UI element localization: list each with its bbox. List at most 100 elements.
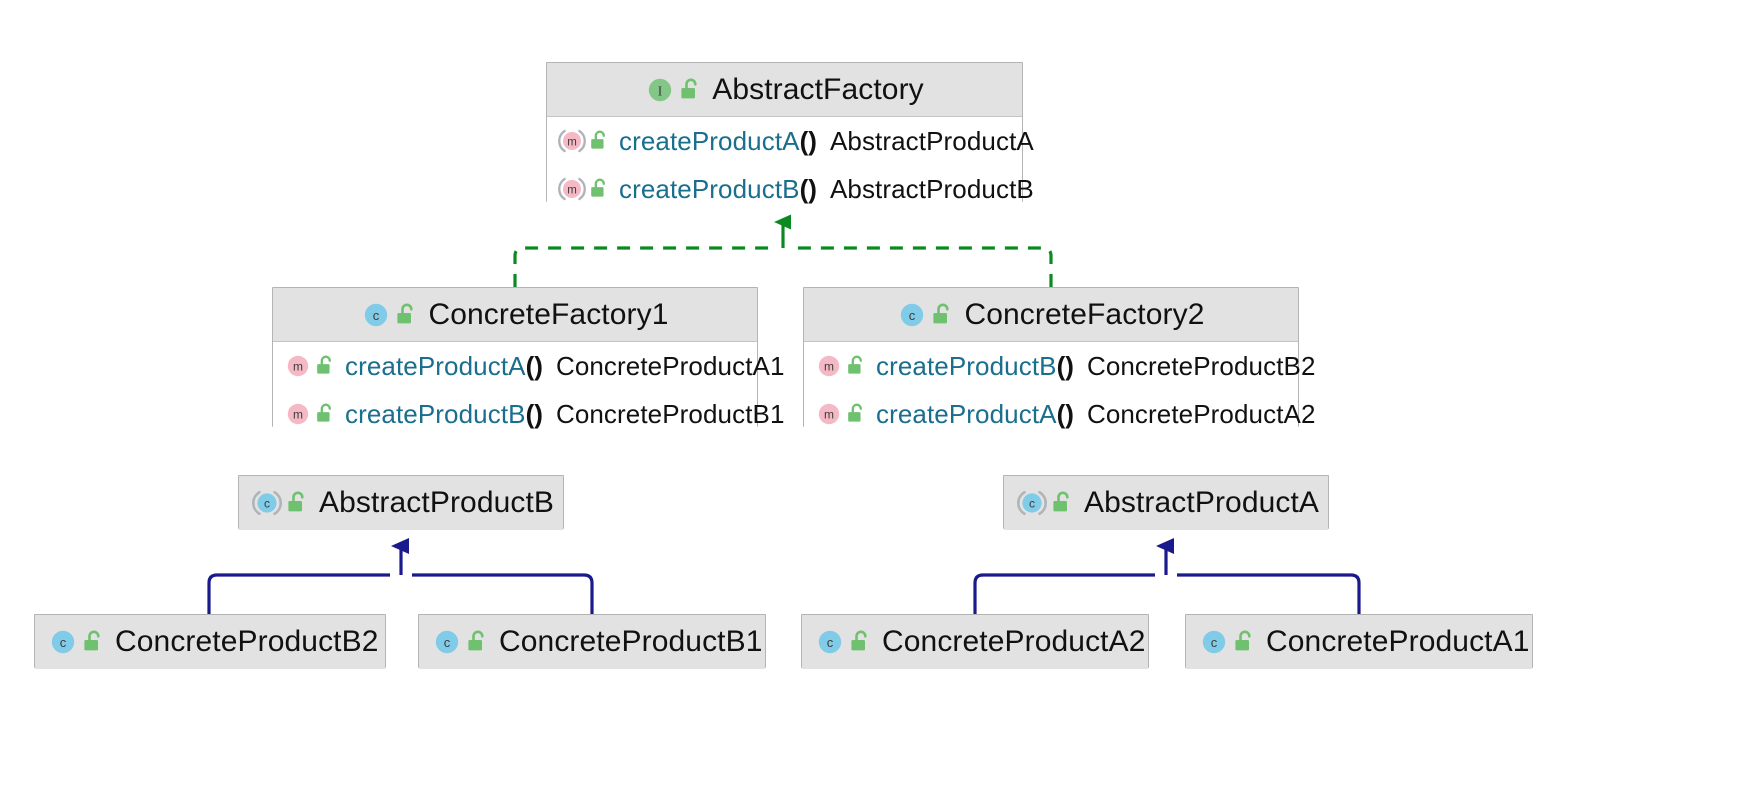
method-icon: m bbox=[815, 400, 843, 428]
class-node-header[interactable]: I AbstractFactory bbox=[547, 63, 1022, 117]
class-name-label: ConcreteFactory1 bbox=[428, 297, 669, 331]
edge-cpb2-extends-abstractproductb bbox=[207, 573, 390, 614]
svg-text:c: c bbox=[373, 308, 380, 323]
class-node-concrete-product-a1[interactable]: c ConcreteProductA1 bbox=[1185, 614, 1533, 669]
member-return-type-label: ConcreteProductA2 bbox=[1086, 398, 1316, 429]
abstract-method-icon: m bbox=[558, 127, 586, 155]
member-name-label: createProductB bbox=[619, 173, 800, 204]
public-lock-icon bbox=[82, 629, 104, 655]
public-lock-icon bbox=[315, 402, 335, 426]
edge-generalization-a-group bbox=[973, 573, 1361, 614]
public-lock-icon bbox=[1233, 629, 1255, 655]
class-node-header[interactable]: c ConcreteProductA1 bbox=[1186, 615, 1532, 669]
public-lock-icon bbox=[679, 77, 701, 103]
class-icon: c bbox=[897, 300, 927, 330]
svg-text:m: m bbox=[824, 360, 834, 374]
edge-cpa2-extends-abstractproducta bbox=[973, 573, 1155, 614]
public-lock-icon bbox=[849, 629, 871, 655]
class-name-label: ConcreteProductA1 bbox=[1266, 625, 1530, 658]
svg-text:m: m bbox=[293, 360, 303, 374]
public-lock-icon bbox=[931, 302, 953, 328]
member-name-label: createProductB bbox=[345, 398, 526, 429]
svg-text:m: m bbox=[824, 408, 834, 422]
class-name-label: ConcreteProductB2 bbox=[115, 625, 379, 658]
class-member-row[interactable]: m createProductB() ConcreteProductB2 bbox=[804, 342, 1315, 390]
class-members: m createProductA() ConcreteProductA1 m creat… bbox=[273, 342, 784, 438]
class-icon: c bbox=[432, 627, 462, 657]
svg-text:I: I bbox=[658, 83, 663, 98]
member-name-label: createProductA bbox=[876, 398, 1057, 429]
class-member-row[interactable]: m createProductA() ConcreteProductA1 bbox=[273, 342, 784, 390]
class-node-header[interactable]: c AbstractProductB bbox=[239, 476, 563, 530]
member-parens-label: () bbox=[525, 350, 543, 381]
member-name-label: createProductB bbox=[876, 350, 1057, 381]
public-lock-icon bbox=[846, 354, 866, 378]
member-parens-label: () bbox=[1056, 398, 1074, 429]
svg-text:c: c bbox=[1211, 635, 1218, 650]
member-return-type-label: AbstractProductA bbox=[829, 125, 1034, 156]
method-icon: m bbox=[815, 352, 843, 380]
member-name-label: createProductA bbox=[619, 125, 800, 156]
class-node-concrete-product-b1[interactable]: c ConcreteProductB1 bbox=[418, 614, 766, 669]
public-lock-icon bbox=[589, 129, 609, 153]
member-return-type-label: AbstractProductB bbox=[829, 173, 1034, 204]
public-lock-icon bbox=[466, 629, 488, 655]
class-icon: c bbox=[1199, 627, 1229, 657]
class-name-label: AbstractFactory bbox=[712, 72, 924, 106]
member-parens-label: () bbox=[799, 125, 817, 156]
svg-text:c: c bbox=[444, 635, 451, 650]
member-return-type-label: ConcreteProductA1 bbox=[555, 350, 785, 381]
class-node-header[interactable]: c ConcreteProductB2 bbox=[35, 615, 385, 669]
class-node-abstract-product-b[interactable]: c AbstractProductB bbox=[238, 475, 564, 530]
class-node-header[interactable]: c ConcreteProductA2 bbox=[802, 615, 1148, 669]
public-lock-icon bbox=[395, 302, 417, 328]
class-name-label: ConcreteFactory2 bbox=[964, 297, 1205, 331]
public-lock-icon bbox=[589, 177, 609, 201]
edge-realization-group bbox=[513, 246, 1053, 287]
svg-text:m: m bbox=[567, 184, 577, 196]
class-icon: c bbox=[361, 300, 391, 330]
class-members: m createProductA() AbstractProductA m create… bbox=[547, 117, 1034, 213]
edge-cf1-realizes-abstractfactory bbox=[513, 246, 771, 287]
abstract-class-icon: c bbox=[1017, 488, 1047, 518]
edge-cpb1-extends-abstractproductb bbox=[412, 573, 594, 614]
edge-cf2-realizes-abstractfactory bbox=[793, 246, 1053, 287]
class-node-concrete-factory-1[interactable]: c ConcreteFactory1 m createProductA() Concre… bbox=[272, 287, 784, 438]
class-name-label: ConcreteProductA2 bbox=[882, 625, 1146, 658]
interface-icon: I bbox=[645, 75, 675, 105]
edge-generalization-b-group bbox=[207, 573, 594, 614]
public-lock-icon bbox=[846, 402, 866, 426]
class-name-label: ConcreteProductB1 bbox=[499, 625, 763, 658]
class-node-concrete-product-b2[interactable]: c ConcreteProductB2 bbox=[34, 614, 386, 669]
class-node-concrete-product-a2[interactable]: c ConcreteProductA2 bbox=[801, 614, 1149, 669]
member-parens-label: () bbox=[1056, 350, 1074, 381]
class-name-label: AbstractProductB bbox=[319, 486, 555, 519]
member-return-type-label: ConcreteProductB1 bbox=[555, 398, 785, 429]
class-node-header[interactable]: c ConcreteFactory1 bbox=[273, 288, 757, 342]
member-name-label: createProductA bbox=[345, 350, 526, 381]
edge-cpa1-extends-abstractproducta bbox=[1177, 573, 1361, 614]
public-lock-icon bbox=[286, 490, 308, 516]
class-name-label: AbstractProductA bbox=[1084, 486, 1320, 519]
class-node-abstract-product-a[interactable]: c AbstractProductA bbox=[1003, 475, 1329, 530]
svg-text:c: c bbox=[60, 635, 67, 650]
svg-text:c: c bbox=[827, 635, 834, 650]
method-icon: m bbox=[284, 352, 312, 380]
class-member-row[interactable]: m createProductA() AbstractProductA bbox=[547, 117, 1034, 165]
svg-text:m: m bbox=[293, 408, 303, 422]
class-node-abstract-factory[interactable]: I AbstractFactory m createProductA() Abstrac… bbox=[546, 62, 1034, 213]
class-member-row[interactable]: m createProductA() ConcreteProductA2 bbox=[804, 390, 1315, 438]
svg-text:m: m bbox=[567, 136, 577, 148]
class-node-header[interactable]: c ConcreteProductB1 bbox=[419, 615, 765, 669]
svg-text:c: c bbox=[264, 497, 270, 511]
class-node-header[interactable]: c AbstractProductA bbox=[1004, 476, 1328, 530]
class-icon: c bbox=[815, 627, 845, 657]
class-node-header[interactable]: c ConcreteFactory2 bbox=[804, 288, 1298, 342]
method-icon: m bbox=[284, 400, 312, 428]
svg-text:c: c bbox=[1029, 497, 1035, 511]
member-return-type-label: ConcreteProductB2 bbox=[1086, 350, 1316, 381]
